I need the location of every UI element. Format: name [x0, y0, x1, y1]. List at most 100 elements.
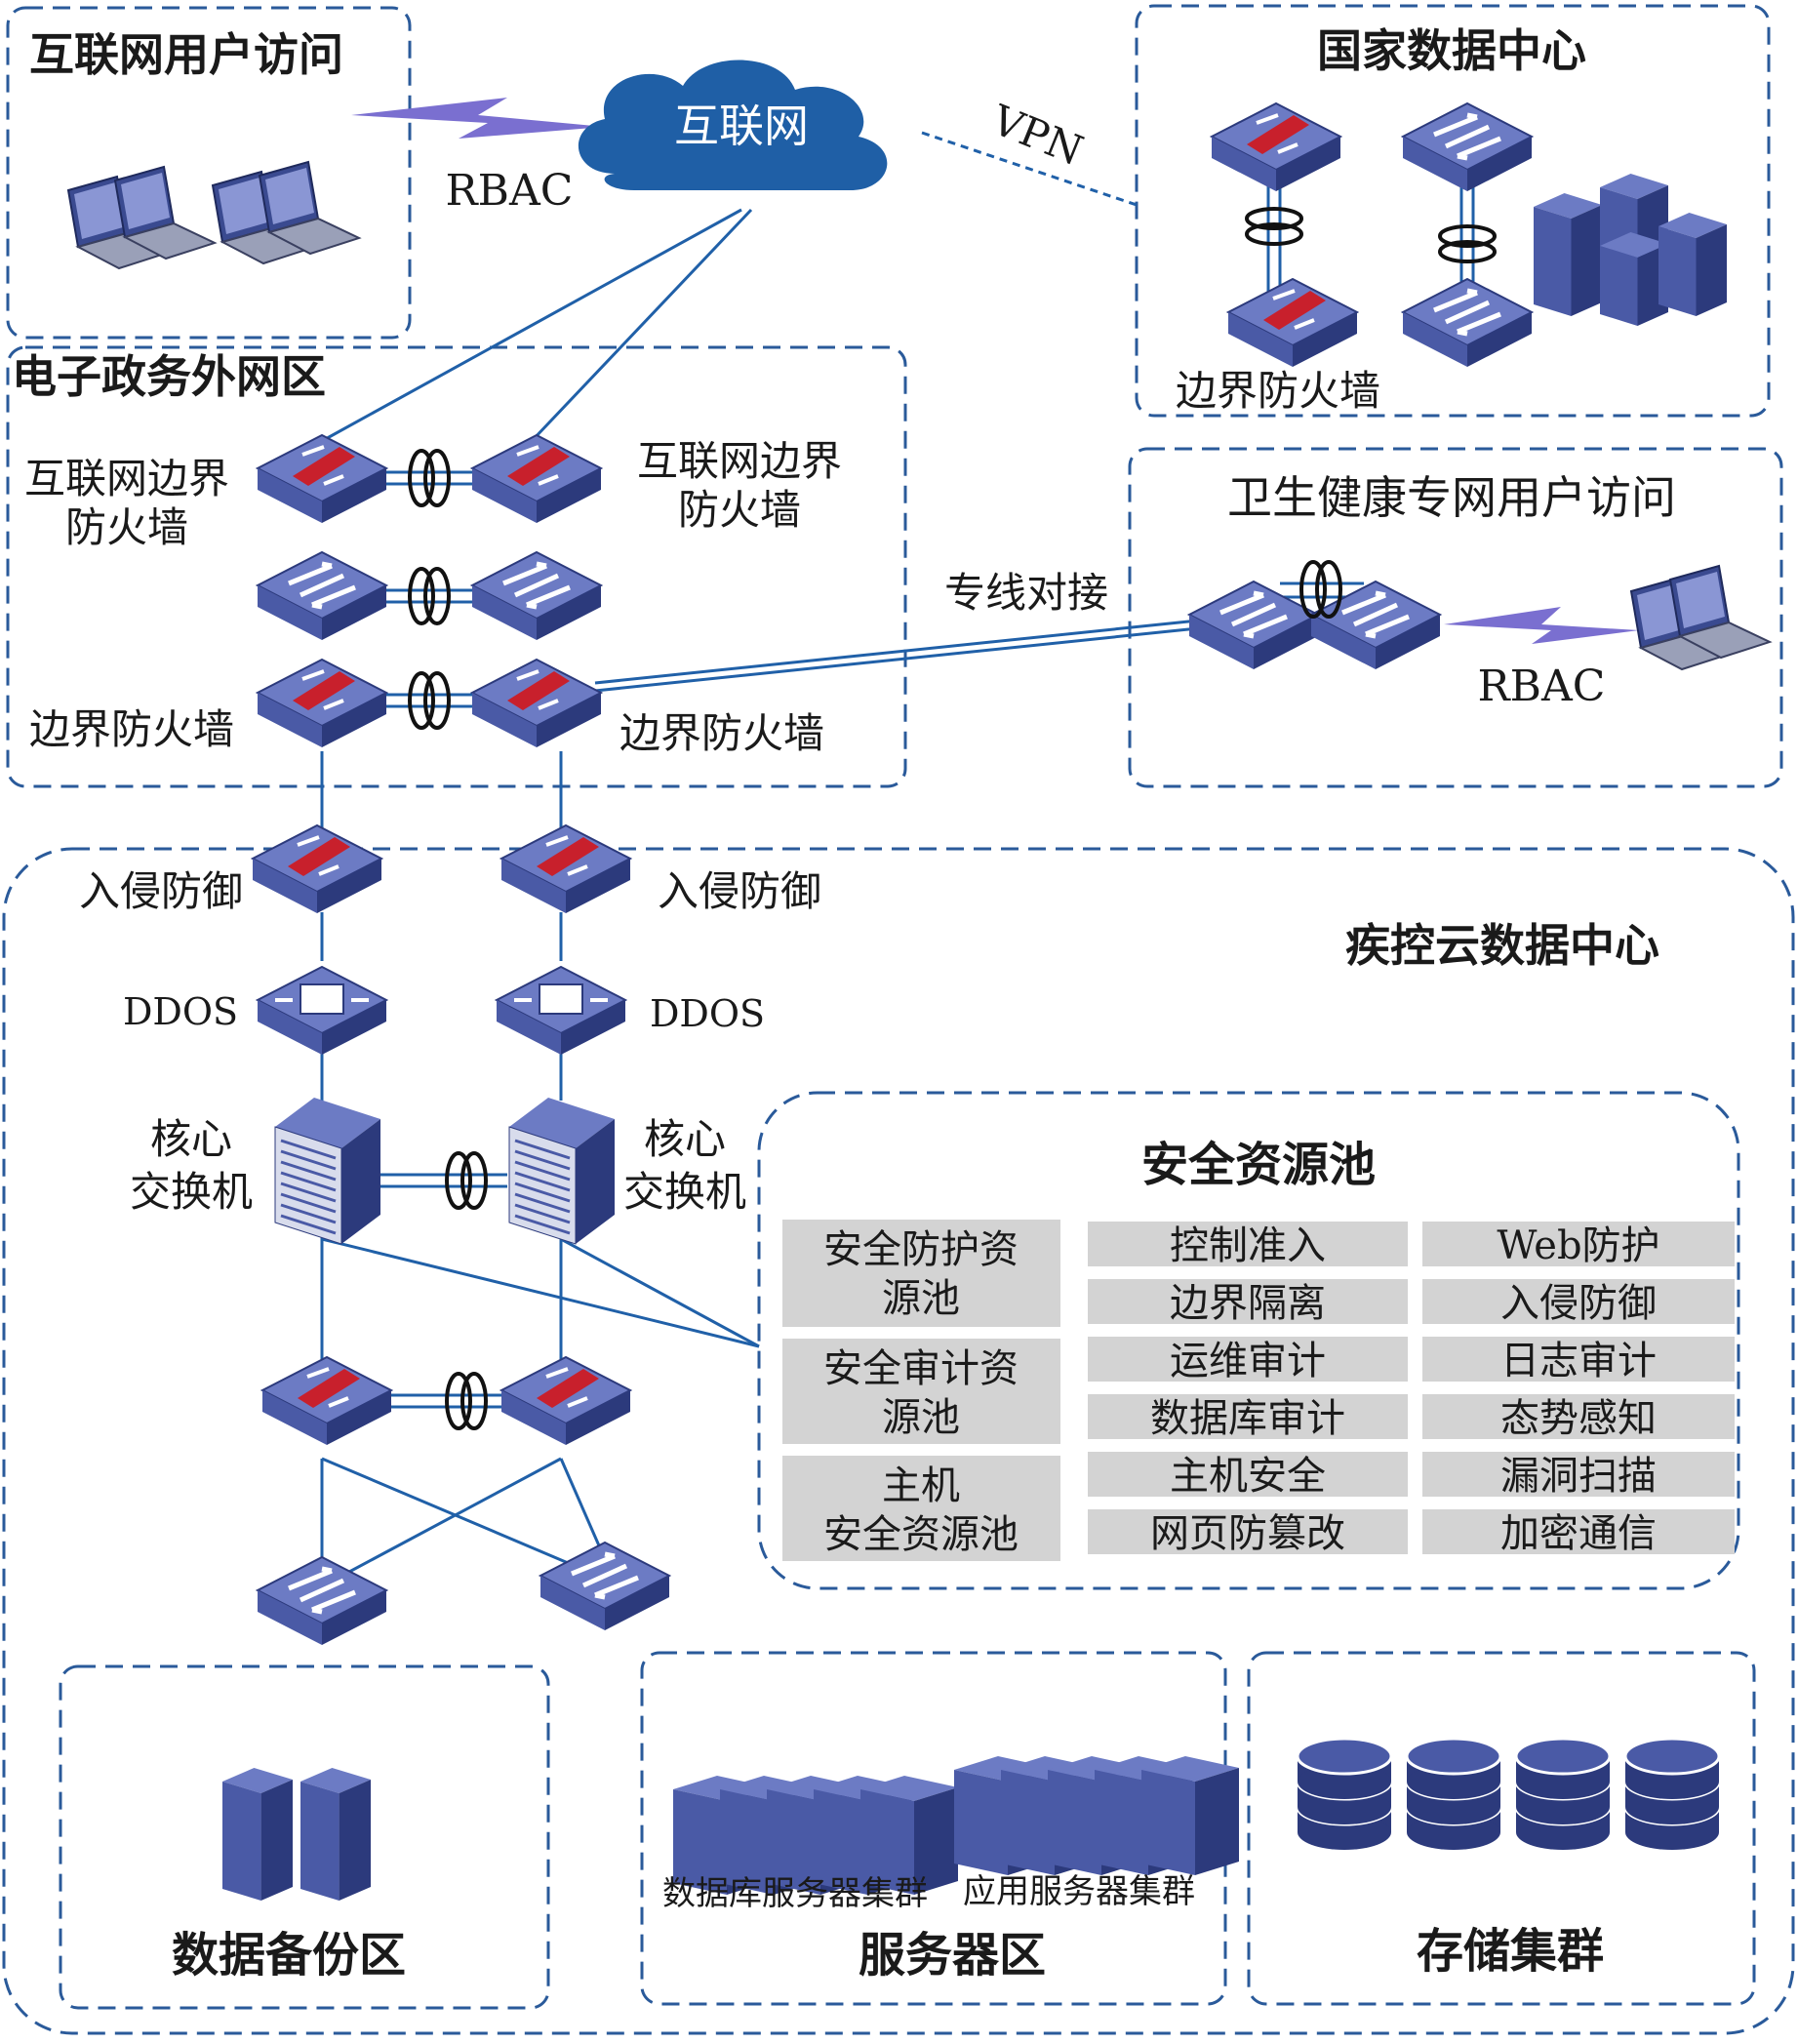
laptop-group-internet — [66, 160, 362, 270]
pool-category-cell — [782, 1456, 1060, 1561]
vpn-label: VPN — [984, 96, 1090, 176]
pool-item-cell — [1088, 1509, 1408, 1554]
inet-fw-left-label-1: 互联网边界 — [24, 455, 229, 502]
ddos-left — [255, 965, 389, 1055]
pool-category-label: 安全防护资 — [823, 1227, 1019, 1272]
border-firewall-left — [255, 658, 389, 747]
server-icon — [860, 1776, 958, 1895]
pool-item-label: 漏洞扫描 — [1500, 1454, 1657, 1499]
pool-item-label: 入侵防御 — [1500, 1281, 1657, 1326]
link-vpn — [921, 131, 1138, 207]
ips-left — [250, 823, 384, 913]
link-cross-1 — [321, 1457, 606, 1581]
server-icon — [1600, 232, 1668, 326]
rbac-label-health: RBAC — [1478, 661, 1606, 711]
laptop-icon — [1668, 564, 1773, 660]
pool-item-cell — [1088, 1394, 1408, 1439]
laptop-icon — [258, 160, 362, 256]
stack-link-icon — [1245, 207, 1303, 246]
pool-category-label: 源池 — [882, 1276, 960, 1321]
pool-item-cell — [1422, 1222, 1735, 1266]
zone-title-health-net: 卫生健康专网用户访问 — [1227, 471, 1676, 524]
zone-title-security-pool: 安全资源池 — [1141, 1138, 1376, 1192]
server-icon — [1534, 193, 1602, 316]
stack-link-icon — [408, 671, 451, 730]
storage-disk-icon — [1514, 1737, 1612, 1850]
zone-cdc-cloud-box — [2, 847, 1795, 2035]
server-icon — [300, 1768, 371, 1901]
zone-title-egov: 电子政务外网区 — [12, 350, 326, 403]
storage-disk-icon — [1296, 1737, 1393, 1850]
border-fw-left-label: 边界防火墙 — [29, 705, 234, 753]
link-cloud-fw-left — [321, 208, 742, 443]
pool-item-cell — [1422, 1279, 1735, 1324]
laptop-icon — [211, 170, 315, 265]
link-core-pool-2 — [560, 1237, 760, 1348]
dedicated-line-label: 专线对接 — [944, 569, 1108, 617]
pool-item-label: 态势感知 — [1500, 1396, 1657, 1441]
core-left-label-2: 交换机 — [130, 1168, 253, 1216]
internet-label: 互联网 — [674, 100, 809, 152]
db-cluster-label: 数据库服务器集群 — [662, 1874, 928, 1913]
zone-title-national-dc: 国家数据中心 — [1317, 24, 1586, 77]
core-right-label-1: 核心 — [644, 1115, 726, 1163]
pool-item-label: 边界隔离 — [1170, 1281, 1326, 1326]
link-fw-switch-right — [559, 1458, 607, 1560]
pool-item-label: 控制准入 — [1170, 1223, 1326, 1268]
rbac-label-top: RBAC — [446, 166, 574, 216]
ips-right-label: 入侵防御 — [658, 867, 821, 915]
core-right-label-2: 交换机 — [623, 1168, 746, 1216]
zone-title-server: 服务器区 — [859, 1928, 1046, 1983]
lightning-links — [351, 98, 1639, 644]
stack-link-icon — [1299, 560, 1342, 619]
stack-link-icon — [445, 1372, 488, 1430]
border-fw-national-label: 边界防火墙 — [1176, 367, 1380, 415]
stack-link-icon — [408, 449, 451, 507]
zone-boxes — [2, 4, 1795, 2035]
zone-server-box — [640, 1651, 1227, 2006]
pool-item-cell — [1422, 1452, 1735, 1497]
national-switch-top — [1400, 101, 1535, 191]
pool-item-label: 日志审计 — [1500, 1339, 1657, 1383]
national-switch-bottom — [1400, 277, 1535, 367]
server-icon — [222, 1768, 293, 1901]
zone-title-internet-user: 互联网用户访问 — [29, 28, 343, 81]
link-cloud-fw-right — [530, 208, 753, 443]
pool-item-cell — [1422, 1509, 1735, 1554]
pool-item-label: 网页防篡改 — [1150, 1511, 1345, 1556]
app-cluster-label: 应用服务器集群 — [963, 1872, 1195, 1911]
stack-link-icon — [408, 567, 451, 625]
pool-item-cell — [1422, 1394, 1735, 1439]
server-racks — [222, 174, 1727, 1901]
national-firewall-top — [1209, 101, 1343, 191]
server-icon — [1141, 1756, 1239, 1875]
stack-link-rings — [408, 207, 1497, 1430]
storage-disk-icon — [1623, 1737, 1721, 1850]
laptop-group-health — [1629, 564, 1773, 671]
inet-fw-left-label-2: 防火墙 — [65, 503, 188, 551]
pool-item-cell — [1422, 1337, 1735, 1382]
inet-firewall-right — [469, 433, 604, 523]
link-core-pool-1 — [321, 1237, 760, 1348]
pool-category-label: 安全资源池 — [823, 1512, 1019, 1557]
core-switch-icon — [508, 1098, 615, 1245]
zone-titles: 互联网用户访问 国家数据中心 电子政务外网区 卫生健康专网用户访问 疾控云数据中… — [12, 24, 1676, 1983]
inner-firewall-left — [260, 1355, 394, 1445]
zone-national-dc-box — [1135, 4, 1771, 418]
pool-category-label: 安全审计资 — [823, 1346, 1019, 1391]
pool-item-label: 数据库审计 — [1150, 1396, 1345, 1441]
laptop-icon — [66, 175, 171, 270]
pool-item-label: 加密通信 — [1500, 1511, 1657, 1556]
pool-category-cell — [782, 1339, 1060, 1444]
storage-disks — [1296, 1737, 1721, 1850]
link-dedicated-2 — [594, 626, 1199, 693]
pool-category-label: 主机 — [882, 1463, 960, 1508]
zone-title-cdc-cloud: 疾控云数据中心 — [1345, 919, 1659, 972]
device-labels: RBAC VPN 边界防火墙 互联网边界 防火墙 互联网边界 防火墙 边界防火墙… — [24, 96, 1605, 1913]
ddos-right-label: DDOS — [650, 992, 765, 1035]
core-left-label-1: 核心 — [150, 1115, 232, 1163]
pool-item-label: 主机安全 — [1170, 1454, 1326, 1499]
link-dedicated-1 — [594, 619, 1199, 685]
laptop-icon — [113, 165, 218, 261]
